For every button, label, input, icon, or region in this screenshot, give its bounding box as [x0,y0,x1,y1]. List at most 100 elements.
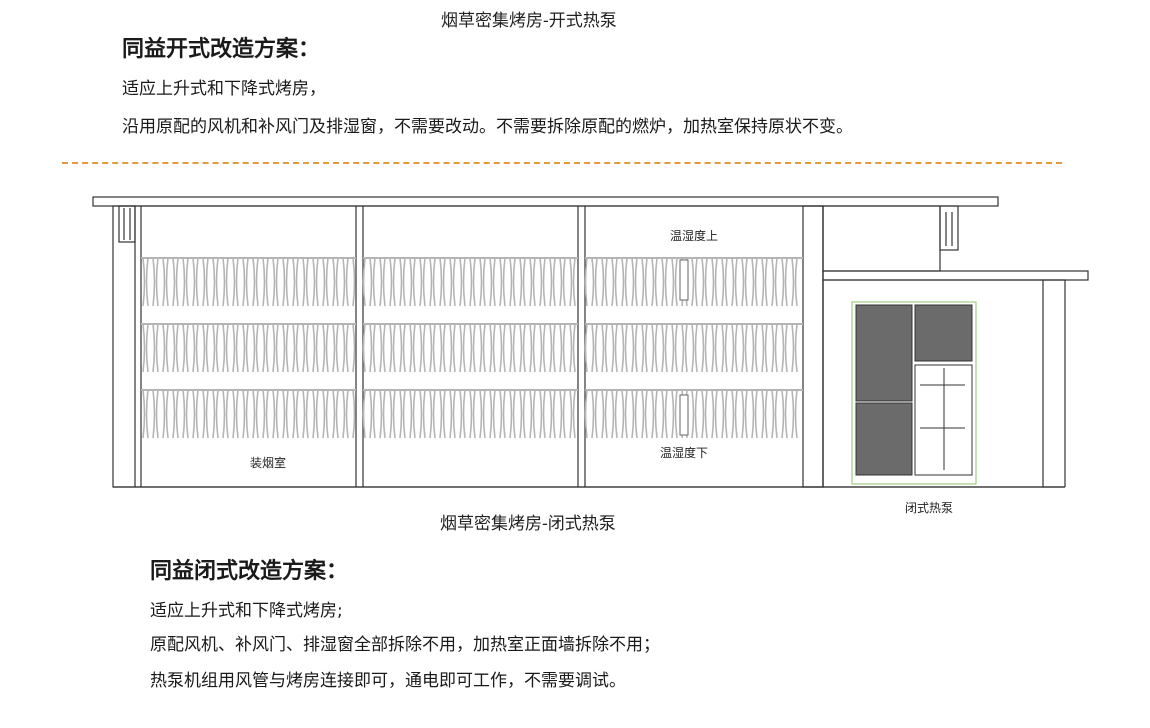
humidity-top-label: 温湿度上 [670,228,718,243]
tobacco-leaf [489,389,493,439]
tobacco-leaf [651,323,655,373]
tobacco-leaf [594,257,598,307]
tobacco-leaf [529,257,533,307]
tobacco-leaf [661,323,665,373]
tobacco-leaf [459,257,463,307]
tobacco-leaf [322,257,326,307]
tobacco-leaf [295,323,299,373]
tobacco-leaf [784,323,788,373]
tobacco-leaf [245,323,249,373]
tobacco-leaf [781,257,785,307]
tobacco-leaf [761,257,765,307]
tobacco-leaf [335,389,339,439]
tobacco-leaf [482,323,486,373]
tobacco-leaf [704,389,708,439]
tobacco-leaf [432,323,436,373]
tobacco-leaf [175,389,179,439]
tobacco-leaf [172,389,176,439]
tobacco-leaf [452,257,456,307]
tobacco-leaf [512,257,516,307]
closed-heat-pump-unit [851,301,977,485]
tobacco-leaf [489,257,493,307]
tobacco-leaf [402,323,406,373]
tobacco-leaf [142,257,146,307]
tobacco-leaf [152,257,156,307]
tobacco-leaf [352,323,356,373]
tobacco-leaf [292,323,296,373]
tobacco-leaf [345,323,349,373]
tobacco-leaf [714,323,718,373]
tobacco-leaf [215,323,219,373]
tobacco-leaf [559,257,563,307]
tobacco-leaf [482,389,486,439]
tobacco-leaf [701,257,705,307]
tobacco-leaf [422,389,426,439]
tobacco-leaf [539,323,543,373]
tobacco-leaf [412,257,416,307]
tobacco-leaf [389,389,393,439]
tobacco-leaf [542,257,546,307]
tobacco-leaf [145,389,149,439]
tobacco-leaf [459,323,463,373]
tobacco-leaf [262,389,266,439]
tobacco-leaf [175,257,179,307]
tobacco-leaf [644,389,648,439]
open-plan-line-2: 沿用原配的风机和补风门及排湿窗，不需要改动。不需要拆除原配的燃炉，加热室保持原状… [122,117,853,137]
tobacco-leaf [409,257,413,307]
tobacco-leaf [641,323,645,373]
tobacco-leaf [242,257,246,307]
tobacco-leaf [282,257,286,307]
tobacco-leaf [744,389,748,439]
tobacco-leaf [499,389,503,439]
tobacco-leaf [272,389,276,439]
tobacco-leaf [402,257,406,307]
tobacco-leaf [252,389,256,439]
tobacco-leaf [761,323,765,373]
tobacco-leaf [315,323,319,373]
tobacco-leaf [265,389,269,439]
tobacco-leaf [734,257,738,307]
tobacco-leaf [152,389,156,439]
tobacco-leaf [552,323,556,373]
tobacco-leaf [502,389,506,439]
tobacco-leaf [285,323,289,373]
tobacco-leaf [651,389,655,439]
tobacco-leaf [275,323,279,373]
tobacco-leaf [412,389,416,439]
tobacco-leaf [519,389,523,439]
tobacco-leaf [664,323,668,373]
tobacco-leaf [694,389,698,439]
closed-plan-line-2: 原配风机、补风门、排湿窗全部拆除不用，加热室正面墙拆除不用； [150,635,660,655]
tobacco-leaf [315,389,319,439]
tobacco-leaf [382,389,386,439]
tobacco-leaf [641,257,645,307]
tobacco-leaf [305,323,309,373]
tobacco-leaf [392,389,396,439]
tobacco-leaf [624,323,628,373]
tobacco-leaf [549,389,553,439]
tobacco-leaf [429,389,433,439]
tobacco-leaf [604,389,608,439]
tobacco-leaf [572,323,576,373]
tobacco-leaf [671,389,675,439]
tobacco-leaf [731,257,735,307]
tobacco-leaf [175,323,179,373]
tobacco-leaf [509,389,513,439]
tobacco-leaf [584,257,588,307]
tobacco-leaf [379,323,383,373]
tobacco-leaf [325,257,329,307]
tobacco-leaf [262,257,266,307]
tobacco-leaf [292,257,296,307]
tobacco-leaf [604,323,608,373]
tobacco-leaf [572,257,576,307]
tobacco-leaf [145,323,149,373]
tobacco-leaf [335,257,339,307]
tobacco-leaf [509,257,513,307]
tobacco-leaf [265,323,269,373]
tobacco-leaf [512,323,516,373]
tobacco-leaf [392,323,396,373]
tobacco-leaf [212,323,216,373]
tobacco-leaf [784,389,788,439]
tobacco-leaf [711,389,715,439]
tobacco-leaf [412,323,416,373]
